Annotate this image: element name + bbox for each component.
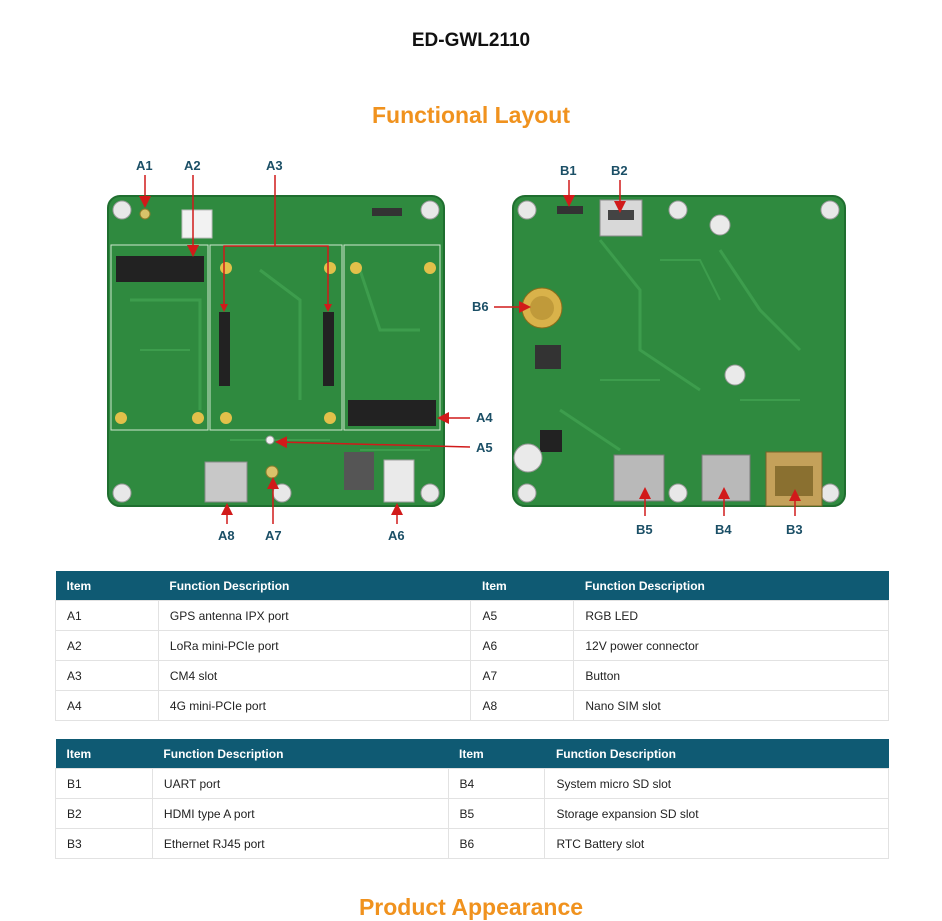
callout-a2: A2: [184, 158, 201, 173]
table-row: B1 UART port B4 System micro SD slot: [55, 768, 889, 799]
functional-layout-diagram: A1 A2 A3 A4 A5 A6 A7 A8: [107, 158, 846, 543]
item-code: B4: [447, 768, 546, 799]
callout-a3: A3: [266, 158, 283, 173]
header-item: Item: [55, 571, 159, 601]
item-code: B1: [55, 768, 153, 799]
callout-b3: B3: [786, 522, 803, 537]
back-board: [512, 195, 846, 507]
callout-a5: A5: [476, 440, 493, 455]
back-callouts: B1 B2 B6 B5 B4 B3: [472, 163, 803, 537]
header-description: Function Description: [573, 571, 889, 601]
header-description: Function Description: [152, 739, 449, 769]
item-code: A6: [470, 630, 575, 661]
item-description: System micro SD slot: [544, 768, 889, 799]
callout-b1: B1: [560, 163, 577, 178]
table-header-row: Item Function Description Item Function …: [55, 571, 889, 601]
item-code: A8: [470, 690, 575, 721]
table-row: A4 4G mini-PCIe port A8 Nano SIM slot: [55, 690, 889, 721]
item-code: B5: [447, 798, 546, 829]
item-code: A1: [55, 600, 159, 631]
item-description: UART port: [151, 768, 449, 799]
callout-b4: B4: [715, 522, 732, 537]
item-description: RGB LED: [573, 600, 889, 631]
table-row: A2 LoRa mini-PCIe port A6 12V power conn…: [55, 630, 889, 661]
callout-b2: B2: [611, 163, 628, 178]
front-callouts: A1 A2 A3 A4 A5 A6 A7 A8: [136, 158, 493, 543]
item-code: A5: [470, 600, 575, 631]
function-table-a: Item Function Description Item Function …: [55, 571, 889, 721]
table-row: A1 GPS antenna IPX port A5 RGB LED: [55, 600, 889, 631]
callout-a8: A8: [218, 528, 235, 543]
section-title: Functional Layout: [371, 102, 571, 128]
item-description: CM4 slot: [157, 660, 472, 691]
item-code: B2: [55, 798, 153, 829]
header-description: Function Description: [544, 739, 889, 769]
product-title: ED-GWL2110: [411, 30, 531, 51]
callout-a6: A6: [388, 528, 405, 543]
table-row: A3 CM4 slot A7 Button: [55, 660, 889, 691]
function-table-b: Item Function Description Item Function …: [55, 739, 889, 859]
item-code: A3: [55, 660, 159, 691]
item-description: Ethernet RJ45 port: [151, 828, 449, 859]
header-item: Item: [448, 739, 545, 769]
callout-b5: B5: [636, 522, 653, 537]
item-description: Button: [573, 660, 889, 691]
item-description: LoRa mini-PCIe port: [157, 630, 472, 661]
table-row: B3 Ethernet RJ45 port B6 RTC Battery slo…: [55, 828, 889, 859]
item-description: RTC Battery slot: [544, 828, 889, 859]
callout-a1: A1: [136, 158, 153, 173]
front-board: [107, 195, 445, 507]
item-code: A4: [55, 690, 159, 721]
item-code: B6: [447, 828, 546, 859]
item-code: A2: [55, 630, 159, 661]
table-row: B2 HDMI type A port B5 Storage expansion…: [55, 798, 889, 829]
item-code: A7: [470, 660, 575, 691]
header-item: Item: [470, 571, 574, 601]
item-description: 4G mini-PCIe port: [157, 690, 472, 721]
item-description: GPS antenna IPX port: [157, 600, 472, 631]
next-section-title: Product Appearance: [358, 894, 584, 920]
header-item: Item: [55, 739, 153, 769]
callout-a7: A7: [265, 528, 282, 543]
table-header-row: Item Function Description Item Function …: [55, 739, 889, 769]
callout-a4: A4: [476, 410, 493, 425]
item-description: 12V power connector: [573, 630, 889, 661]
item-description: Storage expansion SD slot: [544, 798, 889, 829]
item-description: HDMI type A port: [151, 798, 449, 829]
item-description: Nano SIM slot: [573, 690, 889, 721]
item-code: B3: [55, 828, 153, 859]
callout-b6: B6: [472, 299, 489, 314]
header-description: Function Description: [158, 571, 471, 601]
